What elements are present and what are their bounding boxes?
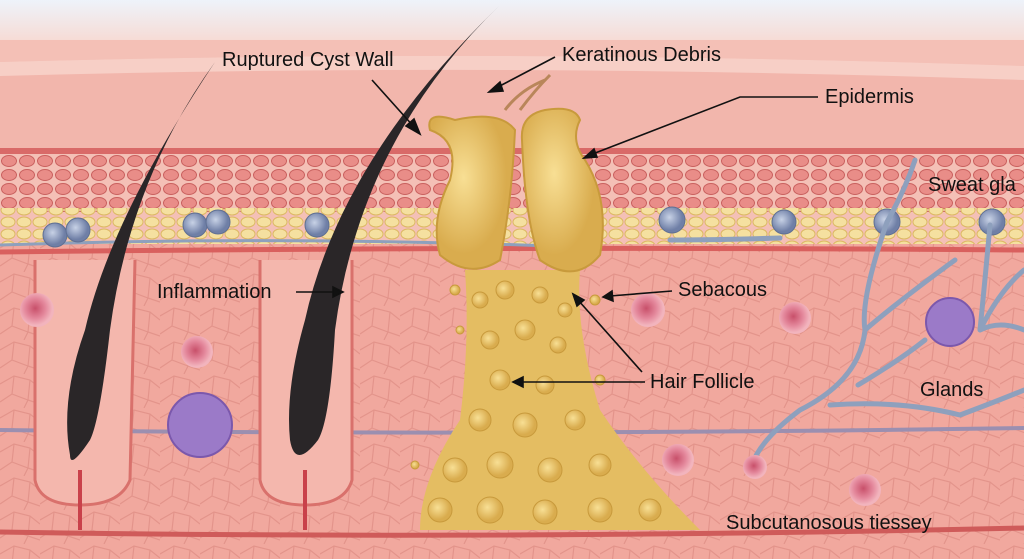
label-ruptured-cyst-wall: Ruptured Cyst Wall [222, 49, 394, 71]
branching-vessels [667, 157, 1024, 468]
label-inflammation: Inflammation [157, 281, 272, 303]
leader-arrows [296, 56, 818, 389]
label-epidermis: Epidermis [825, 86, 914, 108]
vessel-beads [42, 206, 1006, 248]
background-sky [0, 0, 1024, 40]
label-subcutaneous: Subcutanosous tiessey [726, 512, 932, 534]
cyst-wall-right [520, 107, 604, 273]
label-sebacous: Sebacous [678, 279, 767, 301]
label-keratinous-debris: Keratinous Debris [562, 44, 721, 66]
label-glands: Glands [920, 379, 984, 401]
inflammatory-cells [167, 297, 975, 458]
hair-right [289, 5, 500, 455]
label-sweat-glands: Sweat gla [928, 174, 1016, 196]
cyst-wall-left [428, 115, 517, 270]
label-hair-follicle: Hair Follicle [650, 371, 755, 393]
red-blood-cells [20, 293, 881, 506]
hair-left [67, 62, 216, 460]
fat-band [0, 208, 1024, 246]
